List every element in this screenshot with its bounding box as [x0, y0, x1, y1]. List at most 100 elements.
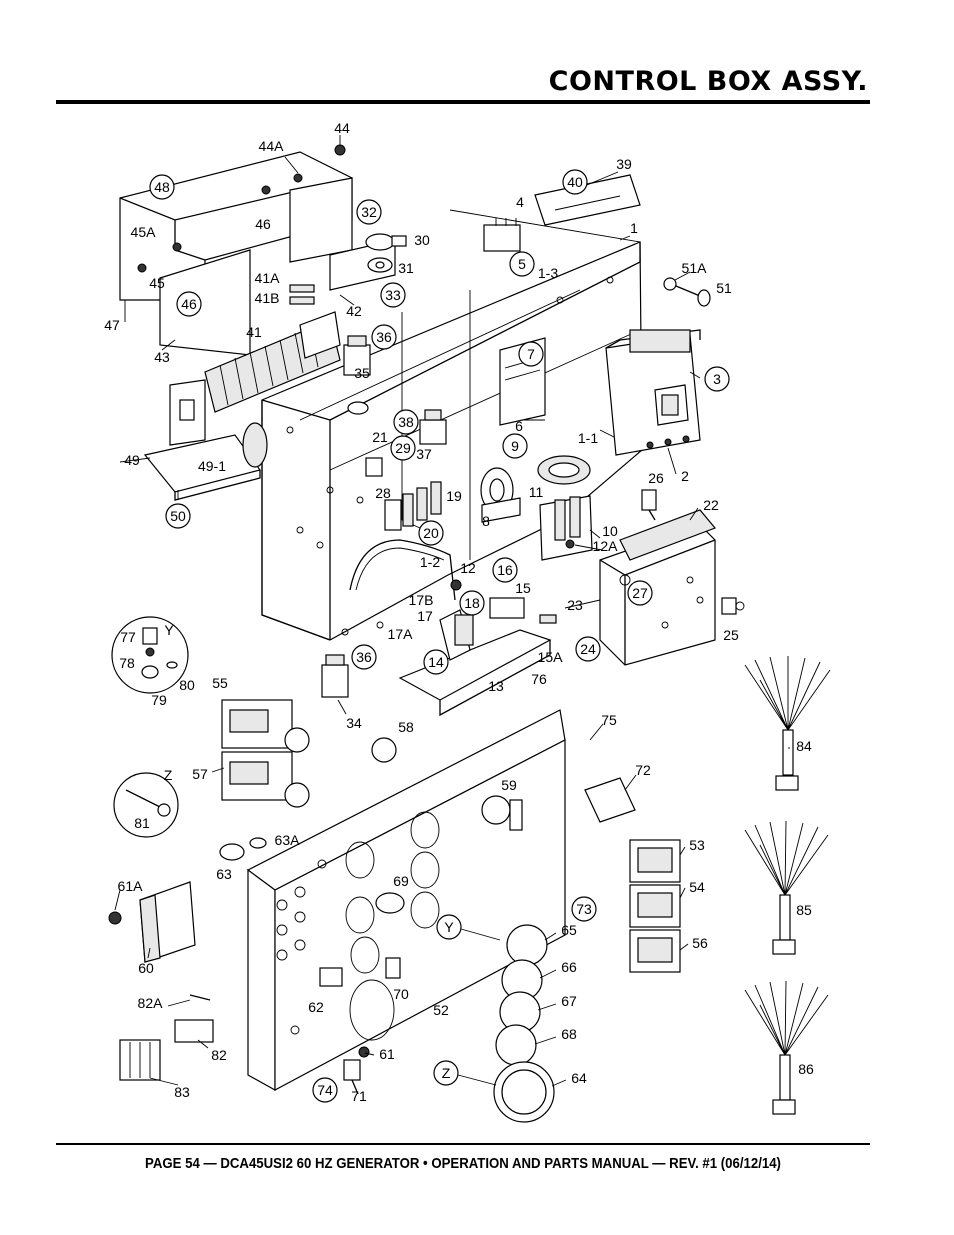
callout-label: 55	[212, 675, 228, 691]
callout-39: 39	[616, 156, 632, 172]
terminal-bracket	[398, 579, 557, 717]
callout-label: 69	[393, 873, 409, 889]
callout-56: 56	[692, 935, 708, 951]
callout-circle	[436, 914, 462, 940]
callout-label: 45	[149, 275, 165, 291]
callout-85: 85	[796, 902, 812, 918]
callout-70: 70	[393, 986, 409, 1002]
callout-86: 86	[798, 1061, 814, 1077]
callout-18: 18	[459, 590, 485, 616]
callout-label: 80	[179, 677, 195, 693]
callout-label: 45A	[131, 224, 157, 240]
callout-44A: 44A	[259, 138, 285, 154]
callout-label: 6	[515, 418, 523, 434]
callout-73: 73	[571, 896, 597, 922]
callout-label: 40	[567, 174, 583, 190]
callout-label: 18	[464, 595, 480, 611]
callout-10: 10	[602, 523, 618, 539]
control-module	[108, 881, 196, 963]
callout-label: 82A	[138, 995, 164, 1011]
callout-1a: 1	[630, 220, 638, 236]
callout-label: 3	[713, 371, 721, 387]
callout-circle	[356, 199, 382, 225]
callout-circle	[371, 324, 397, 350]
switches-and-lamps	[219, 837, 405, 1095]
callout-label: 44A	[259, 138, 285, 154]
callout-Z1: Z	[164, 767, 173, 783]
key-switch	[365, 233, 407, 273]
callout-34: 34	[346, 715, 362, 731]
callout-82A: 82A	[138, 995, 164, 1011]
connectors	[119, 994, 214, 1081]
callout-label: 58	[398, 719, 414, 735]
bolt	[663, 277, 711, 307]
callout-40: 40	[562, 169, 588, 195]
callout-label: 9	[511, 438, 519, 454]
callout-label: 31	[398, 260, 414, 276]
panel-meters	[629, 839, 681, 973]
callout-label: 23	[567, 597, 583, 613]
callout-81: 81	[134, 815, 150, 831]
gauges	[493, 924, 555, 1123]
callout-11: 11	[529, 484, 544, 500]
callout-38: 38	[393, 409, 419, 435]
footer-rule	[56, 1143, 870, 1145]
callout-16: 16	[492, 557, 518, 583]
callout-27: 27	[627, 580, 653, 606]
callout-label: 42	[346, 303, 362, 319]
header-rule	[56, 100, 870, 104]
callout-label: 44	[334, 120, 350, 136]
current-transformer	[480, 455, 591, 523]
callout-label: Z	[164, 767, 173, 783]
callout-label: 41B	[255, 290, 280, 306]
callout-label: 15A	[538, 649, 564, 665]
callout-label: 70	[393, 986, 409, 1002]
callout-label: 65	[561, 922, 577, 938]
callout-label: 2	[681, 468, 689, 484]
callout-label: 75	[601, 712, 617, 728]
callout-label: 41	[246, 324, 262, 340]
callout-36b: 36	[351, 644, 377, 670]
callout-label: 10	[602, 523, 618, 539]
callout-label: 61A	[118, 878, 144, 894]
callout-68: 68	[561, 1026, 577, 1042]
callout-1-1: 1-1	[578, 430, 598, 446]
callout-label: 35	[354, 365, 370, 381]
callout-42: 42	[346, 303, 362, 319]
callout-label: 49	[124, 452, 140, 468]
callout-label: 46	[181, 296, 197, 312]
callout-label: 28	[375, 485, 391, 501]
callout-label: 36	[356, 649, 372, 665]
callout-49-1: 49-1	[198, 458, 226, 474]
callout-label: 47	[104, 317, 120, 333]
callout-label: 73	[576, 901, 592, 917]
callout-label: 72	[635, 762, 651, 778]
callout-circle	[571, 896, 597, 922]
callout-50: 50	[165, 503, 191, 529]
callout-29: 29	[390, 435, 416, 461]
callout-label: 82	[211, 1047, 227, 1063]
callout-77: 77	[120, 629, 136, 645]
callout-43: 43	[154, 349, 170, 365]
callout-83: 83	[174, 1084, 190, 1100]
callout-64: 64	[571, 1070, 587, 1086]
callout-14: 14	[423, 649, 449, 675]
callout-label: 19	[446, 488, 462, 504]
callout-label: 33	[385, 287, 401, 303]
callout-59: 59	[501, 777, 517, 793]
callout-28: 28	[375, 485, 391, 501]
callout-circle	[165, 503, 191, 529]
callout-label: 61	[379, 1046, 395, 1062]
callout-label: 17A	[388, 626, 414, 642]
callout-label: 60	[138, 960, 154, 976]
callout-20: 20	[418, 520, 444, 546]
top-cover	[534, 174, 641, 226]
meter-bracket	[584, 777, 636, 823]
callout-label: 66	[561, 959, 577, 975]
callout-24: 24	[575, 636, 601, 662]
callout-circle	[704, 366, 730, 392]
callout-label: 63A	[275, 832, 301, 848]
callout-label: 11	[529, 484, 544, 500]
